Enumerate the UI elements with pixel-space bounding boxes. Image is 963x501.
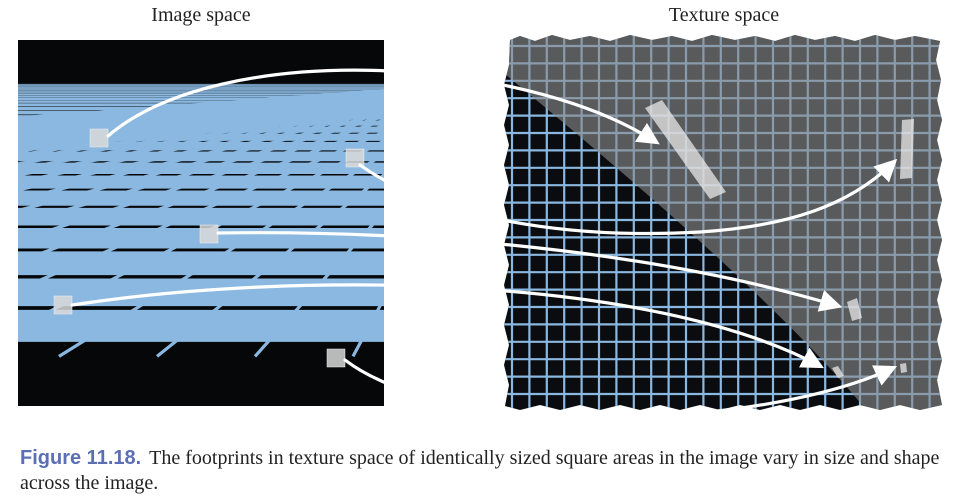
grid-lateral-line-15 — [18, 94, 384, 144]
image-footprint-2 — [345, 148, 365, 168]
grid-lateral-line-10 — [18, 92, 384, 133]
grid-lateral-line-23 — [18, 102, 384, 177]
image-space-panel — [18, 40, 500, 406]
arrow-2 — [358, 158, 898, 236]
caption-text: The footprints in texture space of ident… — [20, 447, 940, 494]
grid-lateral-line-16 — [18, 95, 384, 147]
image-footprint-1 — [89, 128, 109, 148]
grid-lateral-line-36 — [351, 295, 384, 358]
grid-lateral-line-9 — [18, 91, 384, 131]
grid-lateral-line-27 — [18, 111, 384, 213]
grid-lateral-line-22 — [18, 101, 384, 171]
visible-region-overlay — [504, 35, 942, 410]
arrow-3 — [216, 231, 843, 312]
grid-lateral-line-25 — [18, 106, 384, 192]
grid-lateral-line-21 — [18, 100, 384, 166]
grid-lateral-line-12 — [18, 93, 384, 137]
grid-lateral-line-30 — [18, 123, 384, 264]
grid-lateral-line-28 — [18, 114, 384, 226]
grid-lateral-line-35 — [253, 209, 384, 358]
arrow-5 — [343, 358, 898, 419]
texture-footprint-4 — [832, 366, 844, 378]
image-footprint-5 — [326, 348, 346, 368]
image-footprints — [53, 128, 365, 368]
figure-caption: Figure 11.18.The footprints in texture s… — [20, 446, 945, 496]
arrow-1 — [106, 68, 660, 145]
texture-footprint-2 — [900, 119, 914, 179]
grid-lateral-line-29 — [18, 118, 384, 243]
texture-footprint-5 — [900, 363, 907, 373]
grid-lateral-line-26 — [18, 108, 384, 202]
figure-number: Figure 11.18. — [20, 447, 142, 469]
mapping-arrows — [70, 68, 898, 419]
texture-footprint-1 — [645, 100, 726, 199]
texture-mapping-figure — [18, 35, 942, 419]
grid-lateral-line-37 — [451, 83, 500, 356]
grid-lateral-line-32 — [18, 139, 384, 330]
grid-lateral-line-11 — [18, 92, 384, 135]
arrow-4 — [70, 283, 824, 369]
grid-lateral-line-34 — [156, 172, 384, 358]
texture-space-panel — [504, 35, 942, 410]
image-footprint-4 — [53, 295, 73, 315]
grid-lateral-line-31 — [18, 130, 384, 292]
image-space-title: Image space — [151, 4, 251, 26]
texture-space-title: Texture space — [668, 4, 780, 26]
grid-lateral-line-20 — [18, 98, 384, 161]
grid-lateral-line-17 — [18, 96, 384, 150]
image-footprint-3 — [199, 224, 219, 244]
grid-lateral-line-19 — [18, 97, 384, 157]
texture-footprints — [645, 100, 914, 378]
grid-lateral-line-18 — [18, 97, 384, 153]
grid-lateral-line-24 — [18, 104, 384, 184]
horizon-sky — [18, 40, 384, 82]
texture-footprint-3 — [847, 298, 862, 321]
grid-lateral-line-33 — [58, 152, 384, 358]
